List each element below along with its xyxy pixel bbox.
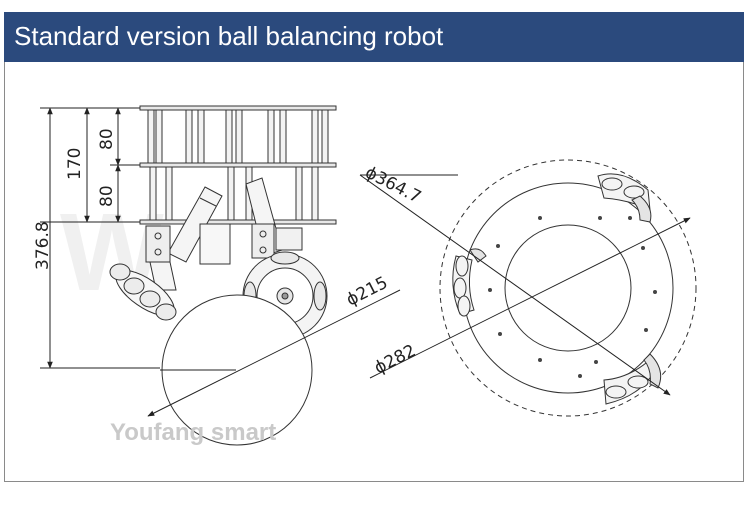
dimension-lower-tier: 80 bbox=[97, 185, 117, 207]
dimension-top-tier: 80 bbox=[97, 128, 117, 150]
upper-standoffs bbox=[147, 109, 329, 164]
motor-assembly-left bbox=[145, 186, 223, 291]
omni-wheel-left bbox=[109, 263, 177, 321]
inner-ring bbox=[504, 224, 632, 352]
top-wheel-upper-right bbox=[597, 173, 652, 223]
dimension-frame-height: 170 bbox=[65, 148, 85, 180]
middle-plate bbox=[139, 162, 337, 168]
top-view bbox=[359, 159, 697, 417]
dimension-total-height: 376.8 bbox=[33, 221, 53, 270]
bottom-plate bbox=[139, 219, 337, 225]
top-wheel-left bbox=[452, 248, 487, 317]
top-plate bbox=[139, 105, 337, 111]
title-bar: Standard version ball balancing robot bbox=[4, 12, 744, 62]
mounting-holes bbox=[488, 216, 657, 378]
plate-diameter-leader bbox=[369, 217, 691, 379]
top-wheel-lower-right bbox=[603, 353, 662, 405]
side-dimensions bbox=[40, 107, 160, 369]
side-view bbox=[109, 105, 401, 446]
outer-diameter-leader bbox=[359, 174, 671, 396]
watermark-text: Youfang smart bbox=[110, 419, 276, 446]
ball-diameter-leader bbox=[147, 289, 401, 417]
outer-diameter-circle bbox=[439, 159, 697, 417]
page-title: Standard version ball balancing robot bbox=[14, 21, 444, 51]
dimension-plate-diameter: ϕ282 bbox=[371, 341, 419, 379]
dimension-outer-diameter: ϕ364.7 bbox=[362, 163, 424, 208]
dimension-ball-diameter: ϕ215 bbox=[343, 273, 391, 311]
motor-assembly-right bbox=[199, 177, 303, 265]
lower-standoffs bbox=[149, 166, 319, 221]
